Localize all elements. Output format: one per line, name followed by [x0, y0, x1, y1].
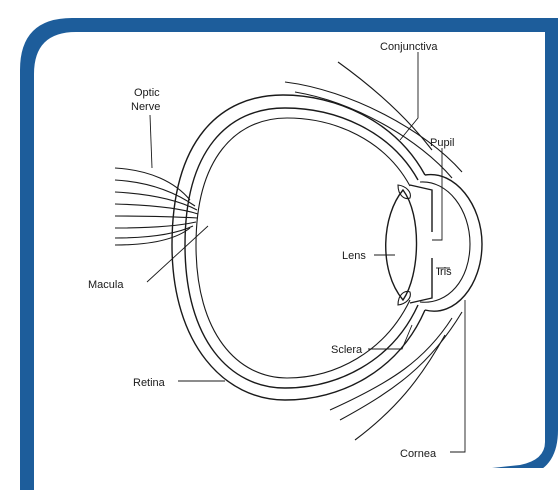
label-retina: Retina	[133, 377, 166, 389]
label-iris: Iris	[437, 266, 452, 278]
label-lens: Lens	[342, 250, 366, 262]
label-pupil: Pupil	[430, 137, 454, 149]
label-macula: Macula	[88, 279, 124, 291]
label-sclera: Sclera	[331, 344, 363, 356]
bottom-frame-edge	[20, 464, 34, 490]
label-optic-nerve-2: Nerve	[131, 101, 160, 113]
bottom-strip	[0, 468, 558, 490]
label-optic-nerve-1: Optic	[134, 87, 160, 99]
label-conjunctiva: Conjunctiva	[380, 41, 438, 53]
label-cornea: Cornea	[400, 448, 437, 460]
